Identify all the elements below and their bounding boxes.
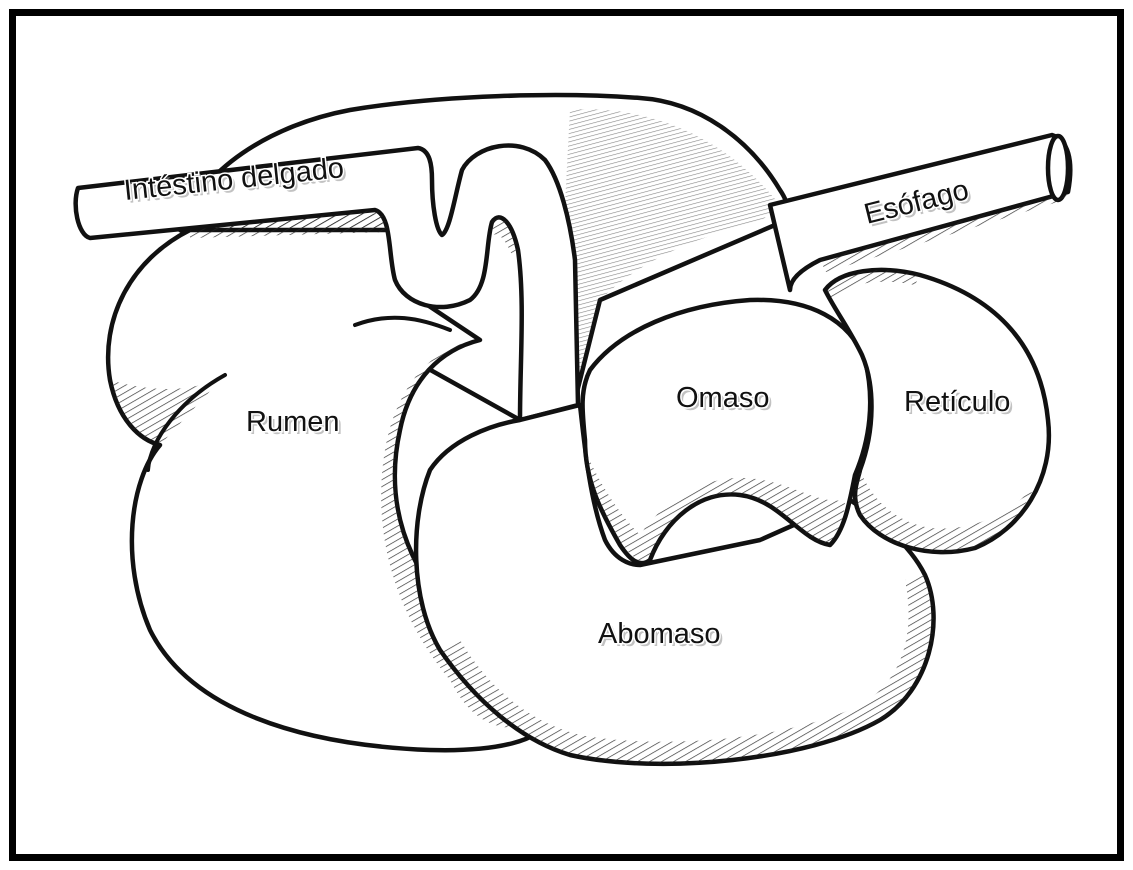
esophagus-opening xyxy=(1048,136,1068,200)
abomasum-label: Abomaso xyxy=(598,618,721,650)
omasum-label: Omaso xyxy=(676,382,769,414)
reticulum-label: Retículo xyxy=(904,386,1010,418)
rumen-label: Rumen xyxy=(246,406,340,438)
